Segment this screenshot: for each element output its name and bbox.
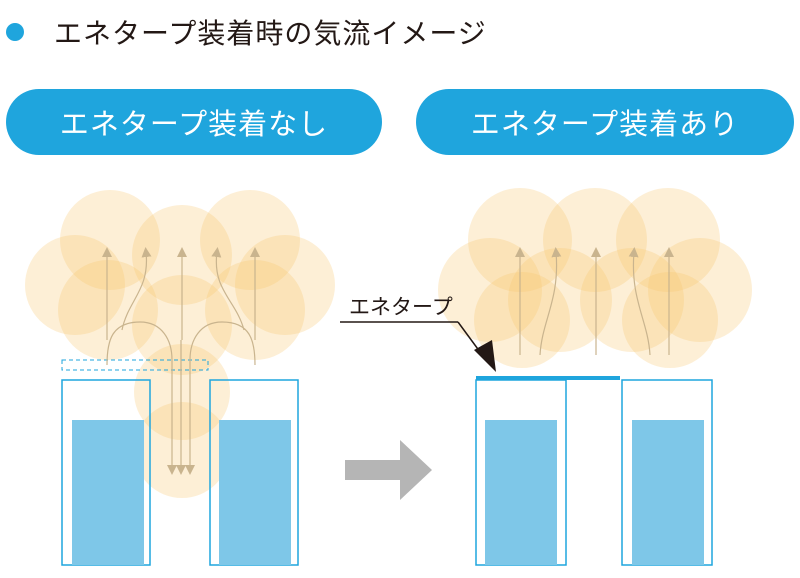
title-row: エネタープ装着時の気流イメージ xyxy=(6,14,487,50)
airflow-blob xyxy=(474,272,570,368)
airflow-blob xyxy=(438,238,542,342)
right-containers xyxy=(475,379,713,566)
airflow-blob xyxy=(580,248,684,352)
title-bullet-icon xyxy=(6,23,24,41)
callout-arrowhead-icon xyxy=(474,340,496,372)
airflow-blob xyxy=(543,188,647,292)
airflow-arrows-right xyxy=(515,247,674,356)
curved-up-arrow xyxy=(121,247,152,331)
airflow-blob xyxy=(134,344,230,440)
missing-enetape-outline xyxy=(61,359,209,371)
airflow-blob xyxy=(468,188,572,292)
airflow-blob xyxy=(58,260,158,360)
airflow-blob xyxy=(60,190,160,290)
panel-with: エネタープ xyxy=(340,188,752,566)
left-containers xyxy=(61,379,299,566)
container-liquid xyxy=(632,420,704,565)
airflow-blob xyxy=(622,272,718,368)
label-with-enetape: エネタープ装着あり xyxy=(416,89,794,155)
airflow-arrows-left xyxy=(102,247,260,475)
airflow-blob xyxy=(25,235,125,335)
curved-up-arrow xyxy=(539,247,562,356)
down-arrow xyxy=(106,321,177,475)
airflow-blob xyxy=(235,235,335,335)
panel-without xyxy=(25,190,335,566)
airflow-blob xyxy=(134,402,230,498)
curved-up-arrow xyxy=(628,247,651,356)
airflow-blob xyxy=(616,188,720,292)
airflow-blob xyxy=(200,190,300,290)
container-liquid xyxy=(72,420,144,565)
enetape-callout-label: エネタープ xyxy=(349,295,453,319)
airflow-cloud-right xyxy=(438,188,752,368)
curved-up-arrow xyxy=(211,247,245,331)
airflow-blob xyxy=(508,248,612,352)
label-without-enetape: エネタープ装着なし xyxy=(6,89,382,155)
down-arrow xyxy=(185,321,256,475)
enetape-strip xyxy=(476,376,620,380)
container-liquid xyxy=(485,420,557,565)
page-title: エネタープ装着時の気流イメージ xyxy=(54,17,487,50)
right-arrow-icon xyxy=(345,440,432,500)
airflow-cloud-left xyxy=(25,190,335,498)
container-liquid xyxy=(219,420,291,565)
airflow-blob xyxy=(648,238,752,342)
